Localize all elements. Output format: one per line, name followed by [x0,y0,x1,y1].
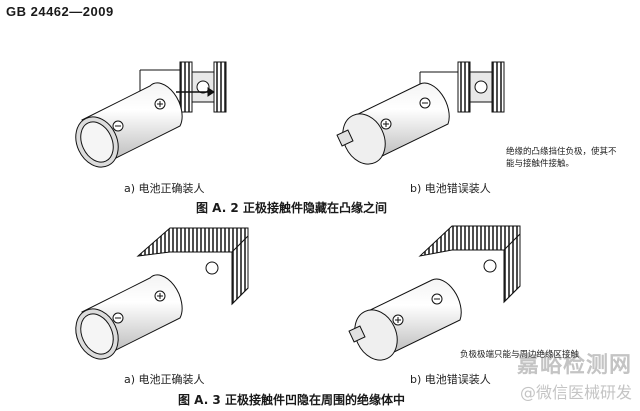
fig-a3b-insulator-plate [418,225,521,304]
watermark-handle: @微信医械研发 [519,383,632,402]
fig-a3a-caption: a) 电池正确装人 [124,373,205,386]
figure-a3-title: 图 A. 3 正极接触件凹隐在周围的绝缘体中 [178,393,405,407]
fig-a2b-note: 绝缘的凸缘挡住负极，使其不能与接触件接触。 [506,147,617,169]
fig-a2a-contact-bracket [139,61,227,113]
standard-code: GB 24462—2009 [6,4,114,19]
fig-a3b-caption: b) 电池错误装人 [410,373,491,386]
fig-a2a-caption: a) 电池正确装人 [124,182,205,195]
fig-a3a-insulator-plate [136,227,249,306]
fig-a2a-battery [75,82,183,168]
fig-a3a-battery [75,274,183,360]
fig-a2b-caption: b) 电池错误装人 [410,182,491,195]
fig-a3b-battery [348,278,462,361]
watermark: 嘉峪检测网 @微信医械研发 [517,347,632,403]
fig-a3b-note: 负极极端只能与周边绝缘区接触 [460,350,580,360]
figure-a2-title: 图 A. 2 正极接触件隐藏在凸缘之间 [196,201,387,215]
watermark-site: 嘉峪检测网 [516,353,632,378]
fig-a2b-contact-bracket [419,61,505,113]
fig-a2b-battery [336,82,450,165]
